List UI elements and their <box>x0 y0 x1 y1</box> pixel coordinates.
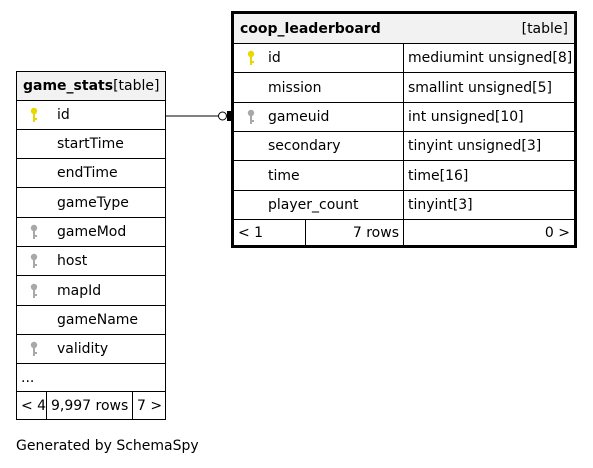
game-stats-table[interactable]: game_stats [table] id startTime endTime gam… <box>16 71 166 420</box>
column-name: player_count <box>268 191 404 219</box>
column-name: gameMod <box>57 224 127 240</box>
foreign-key-icon <box>30 283 38 299</box>
primary-key-icon <box>247 50 255 66</box>
more-columns-ellipsis: ... <box>21 369 35 386</box>
table-kind-label: [table] <box>113 78 160 94</box>
column-name: time <box>268 161 404 190</box>
column-row[interactable]: startTime <box>17 130 165 159</box>
key-cell <box>17 101 51 129</box>
key-cell <box>17 130 51 158</box>
relationship-end-bar <box>227 111 232 121</box>
row-count: 7 rows <box>306 220 404 245</box>
foreign-key-icon <box>247 109 255 125</box>
column-row[interactable]: endTime <box>17 159 165 188</box>
zero-or-many-circle <box>218 111 227 121</box>
table-footer: < 1 7 rows 0 > <box>234 220 574 245</box>
key-cell <box>17 247 51 275</box>
column-name: endTime <box>57 165 118 181</box>
column-type: time[16] <box>408 167 469 184</box>
generated-by-footer: Generated by SchemaSpy <box>16 438 199 454</box>
column-name: startTime <box>57 136 124 152</box>
column-name: host <box>57 253 88 269</box>
foreign-key-icon <box>30 341 38 357</box>
column-row[interactable]: id <box>17 101 165 130</box>
column-name: validity <box>57 341 109 357</box>
column-name: id <box>57 107 70 123</box>
key-cell <box>17 159 51 187</box>
column-name: id <box>268 44 404 72</box>
foreign-key-icon <box>30 224 38 240</box>
column-name: gameuid <box>268 103 404 131</box>
key-cell <box>17 218 51 246</box>
key-cell <box>234 73 268 102</box>
key-cell <box>17 276 51 305</box>
column-row[interactable]: gameType <box>17 188 165 218</box>
column-name: gameName <box>57 312 139 328</box>
table-header[interactable]: game_stats [table] <box>17 72 165 101</box>
column-row[interactable]: gameName <box>17 306 165 335</box>
column-type: mediumint unsigned[8] <box>408 50 573 66</box>
column-name: mission <box>268 73 404 102</box>
table-header[interactable]: coop_leaderboard [table] <box>234 14 574 44</box>
key-cell <box>234 191 268 219</box>
primary-key-icon <box>30 107 38 123</box>
key-cell <box>234 161 268 190</box>
key-cell <box>234 44 268 72</box>
column-row[interactable]: host <box>17 247 165 276</box>
children-count[interactable]: 0 > <box>544 224 570 241</box>
table-kind-label: [table] <box>521 20 568 37</box>
key-cell <box>17 188 51 217</box>
column-type: int unsigned[10] <box>408 109 524 125</box>
parents-count[interactable]: < 4 <box>17 392 47 419</box>
column-type: tinyint[3] <box>408 197 473 213</box>
table-footer: < 4 9,997 rows 7 > <box>17 392 165 419</box>
column-name: secondary <box>268 132 404 160</box>
more-columns-row: ... <box>17 364 165 392</box>
column-name: mapId <box>57 282 102 299</box>
column-type: tinyint unsigned[3] <box>408 138 542 154</box>
children-count[interactable]: 7 > <box>137 397 163 414</box>
key-cell <box>17 335 51 363</box>
column-row[interactable]: gameMod <box>17 218 165 247</box>
row-count: 9,997 rows <box>47 392 133 419</box>
column-row[interactable]: mapId <box>17 276 165 306</box>
key-cell <box>234 132 268 160</box>
column-row[interactable]: validity <box>17 335 165 364</box>
column-type: smallint unsigned[5] <box>408 79 553 96</box>
foreign-key-icon <box>30 253 38 269</box>
column-name: gameType <box>57 194 129 211</box>
key-cell <box>234 103 268 131</box>
table-name: game_stats <box>23 78 114 94</box>
table-name: coop_leaderboard <box>240 20 381 37</box>
parents-count[interactable]: < 1 <box>234 220 306 245</box>
key-cell <box>17 306 51 334</box>
